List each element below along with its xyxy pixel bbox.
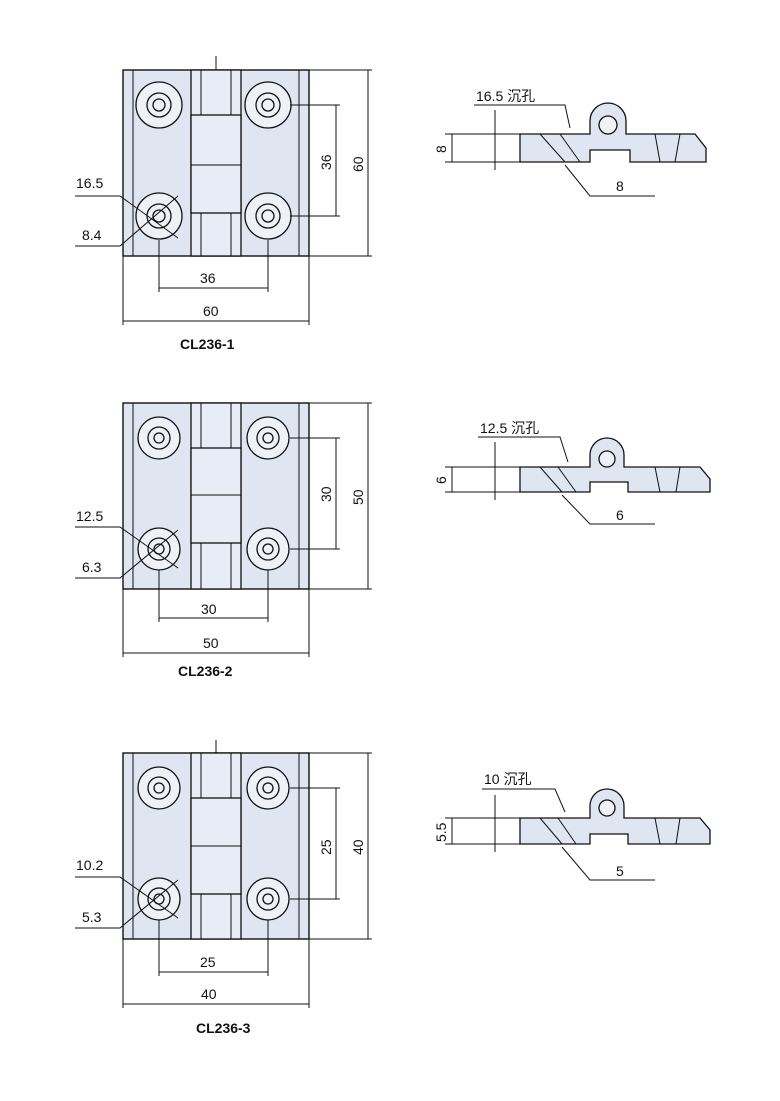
counterbore-hole xyxy=(135,81,183,129)
side-view: 16.5 沉孔 8 8 xyxy=(433,88,707,197)
side-height-label: 8 xyxy=(433,145,449,153)
overall-height-label: 50 xyxy=(350,489,366,505)
hinge-unit-cl236-3: 10.2 5.3 25 40 25 40 CL236-3 10 沉孔 5.5 5 xyxy=(75,740,711,1036)
overall-width-label: 60 xyxy=(203,303,219,319)
counterbore-hole xyxy=(246,766,290,810)
side-counterbore-label: 12.5 沉孔 xyxy=(480,420,539,436)
hole-spacing-width-label: 36 xyxy=(200,270,216,286)
counterbore-hole xyxy=(137,527,181,571)
front-view: 10.2 5.3 25 40 25 40 CL236-3 xyxy=(75,740,372,1036)
hinge-unit-cl236-1: 16.5 8.4 36 60 36 60 CL236-1 16.5 沉孔 8 8 xyxy=(75,56,707,352)
counterbore-hole xyxy=(246,416,290,460)
side-counterbore-label: 10 沉孔 xyxy=(484,771,531,787)
front-view: 12.5 6.3 30 50 30 50 CL236-2 xyxy=(75,402,372,679)
front-view: 16.5 8.4 36 60 36 60 CL236-1 xyxy=(75,56,372,352)
counterbore-diameter-label: 16.5 xyxy=(76,175,103,191)
model-label: CL236-1 xyxy=(180,336,235,352)
hole-spacing-height-label: 36 xyxy=(318,154,334,170)
overall-height-label: 60 xyxy=(350,156,366,172)
model-label: CL236-2 xyxy=(178,663,233,679)
model-label: CL236-3 xyxy=(196,1020,251,1036)
counterbore-hole xyxy=(244,81,292,129)
side-view: 12.5 沉孔 6 6 xyxy=(433,420,711,525)
counterbore-diameter-label: 12.5 xyxy=(76,508,103,524)
counterbore-hole xyxy=(246,877,290,921)
hole-spacing-width-label: 25 xyxy=(200,954,216,970)
hole-spacing-width-label: 30 xyxy=(201,601,217,617)
counterbore-hole xyxy=(246,527,290,571)
counterbore-hole xyxy=(137,877,181,921)
hole-spacing-height-label: 25 xyxy=(318,839,334,855)
counterbore-hole xyxy=(135,192,183,240)
side-thickness-label: 5 xyxy=(616,863,624,879)
hole-diameter-label: 5.3 xyxy=(82,909,102,925)
counterbore-hole xyxy=(244,192,292,240)
counterbore-hole xyxy=(137,766,181,810)
overall-width-label: 50 xyxy=(203,635,219,651)
side-thickness-label: 8 xyxy=(616,178,624,194)
hinge-unit-cl236-2: 12.5 6.3 30 50 30 50 CL236-2 12.5 沉孔 6 6 xyxy=(75,402,711,679)
counterbore-diameter-label: 10.2 xyxy=(76,857,103,873)
overall-width-label: 40 xyxy=(201,986,217,1002)
side-view: 10 沉孔 5.5 5 xyxy=(433,771,711,881)
hole-spacing-height-label: 30 xyxy=(318,486,334,502)
side-height-label: 5.5 xyxy=(433,822,449,842)
hole-diameter-label: 6.3 xyxy=(82,559,102,575)
counterbore-hole xyxy=(137,416,181,460)
side-counterbore-label: 16.5 沉孔 xyxy=(476,88,535,104)
overall-height-label: 40 xyxy=(350,839,366,855)
hole-diameter-label: 8.4 xyxy=(82,227,102,243)
side-height-label: 6 xyxy=(433,476,449,484)
side-thickness-label: 6 xyxy=(616,507,624,523)
